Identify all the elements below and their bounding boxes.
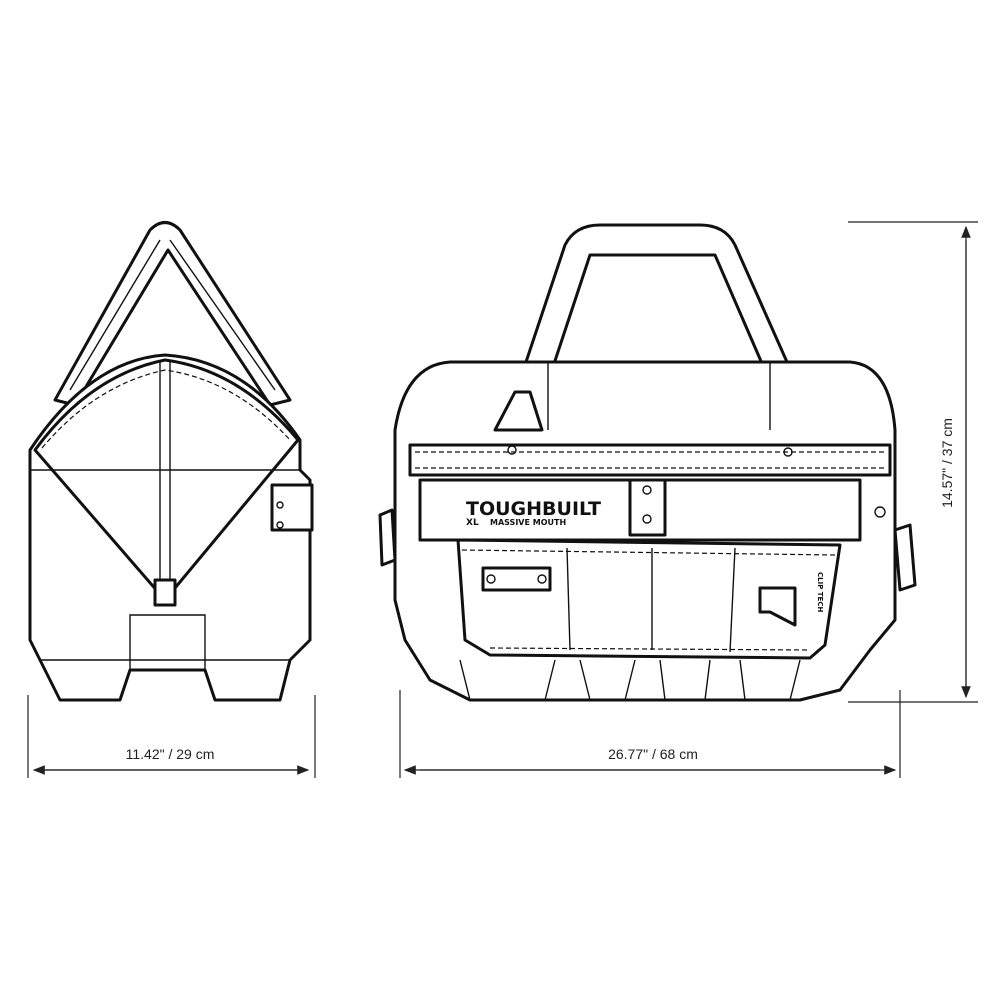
dimension-height: 14.57" / 37 cm — [848, 221, 978, 703]
front-view: TOUGHBUILT XL MASSIVE MOUTH CLIP TECH — [378, 223, 917, 702]
front-pocket — [456, 538, 842, 660]
brand-logo: TOUGHBUILT — [466, 498, 601, 520]
model-prefix: XL — [466, 518, 479, 528]
side-flap — [33, 358, 300, 602]
side-handle — [53, 221, 292, 407]
cliptech-logo — [758, 586, 797, 627]
width-label: 26.77" / 68 cm — [608, 746, 698, 762]
side-view — [28, 221, 314, 702]
height-label: 14.57" / 37 cm — [939, 418, 955, 508]
cliptech-badge: CLIP TECH — [816, 572, 824, 612]
zipper — [159, 360, 171, 580]
dimension-depth: 11.42" / 29 cm — [27, 695, 316, 778]
depth-label: 11.42" / 29 cm — [126, 746, 215, 762]
dimension-width: 26.77" / 68 cm — [399, 690, 901, 778]
model-name: MASSIVE MOUTH — [490, 518, 566, 527]
front-handle — [518, 223, 797, 384]
